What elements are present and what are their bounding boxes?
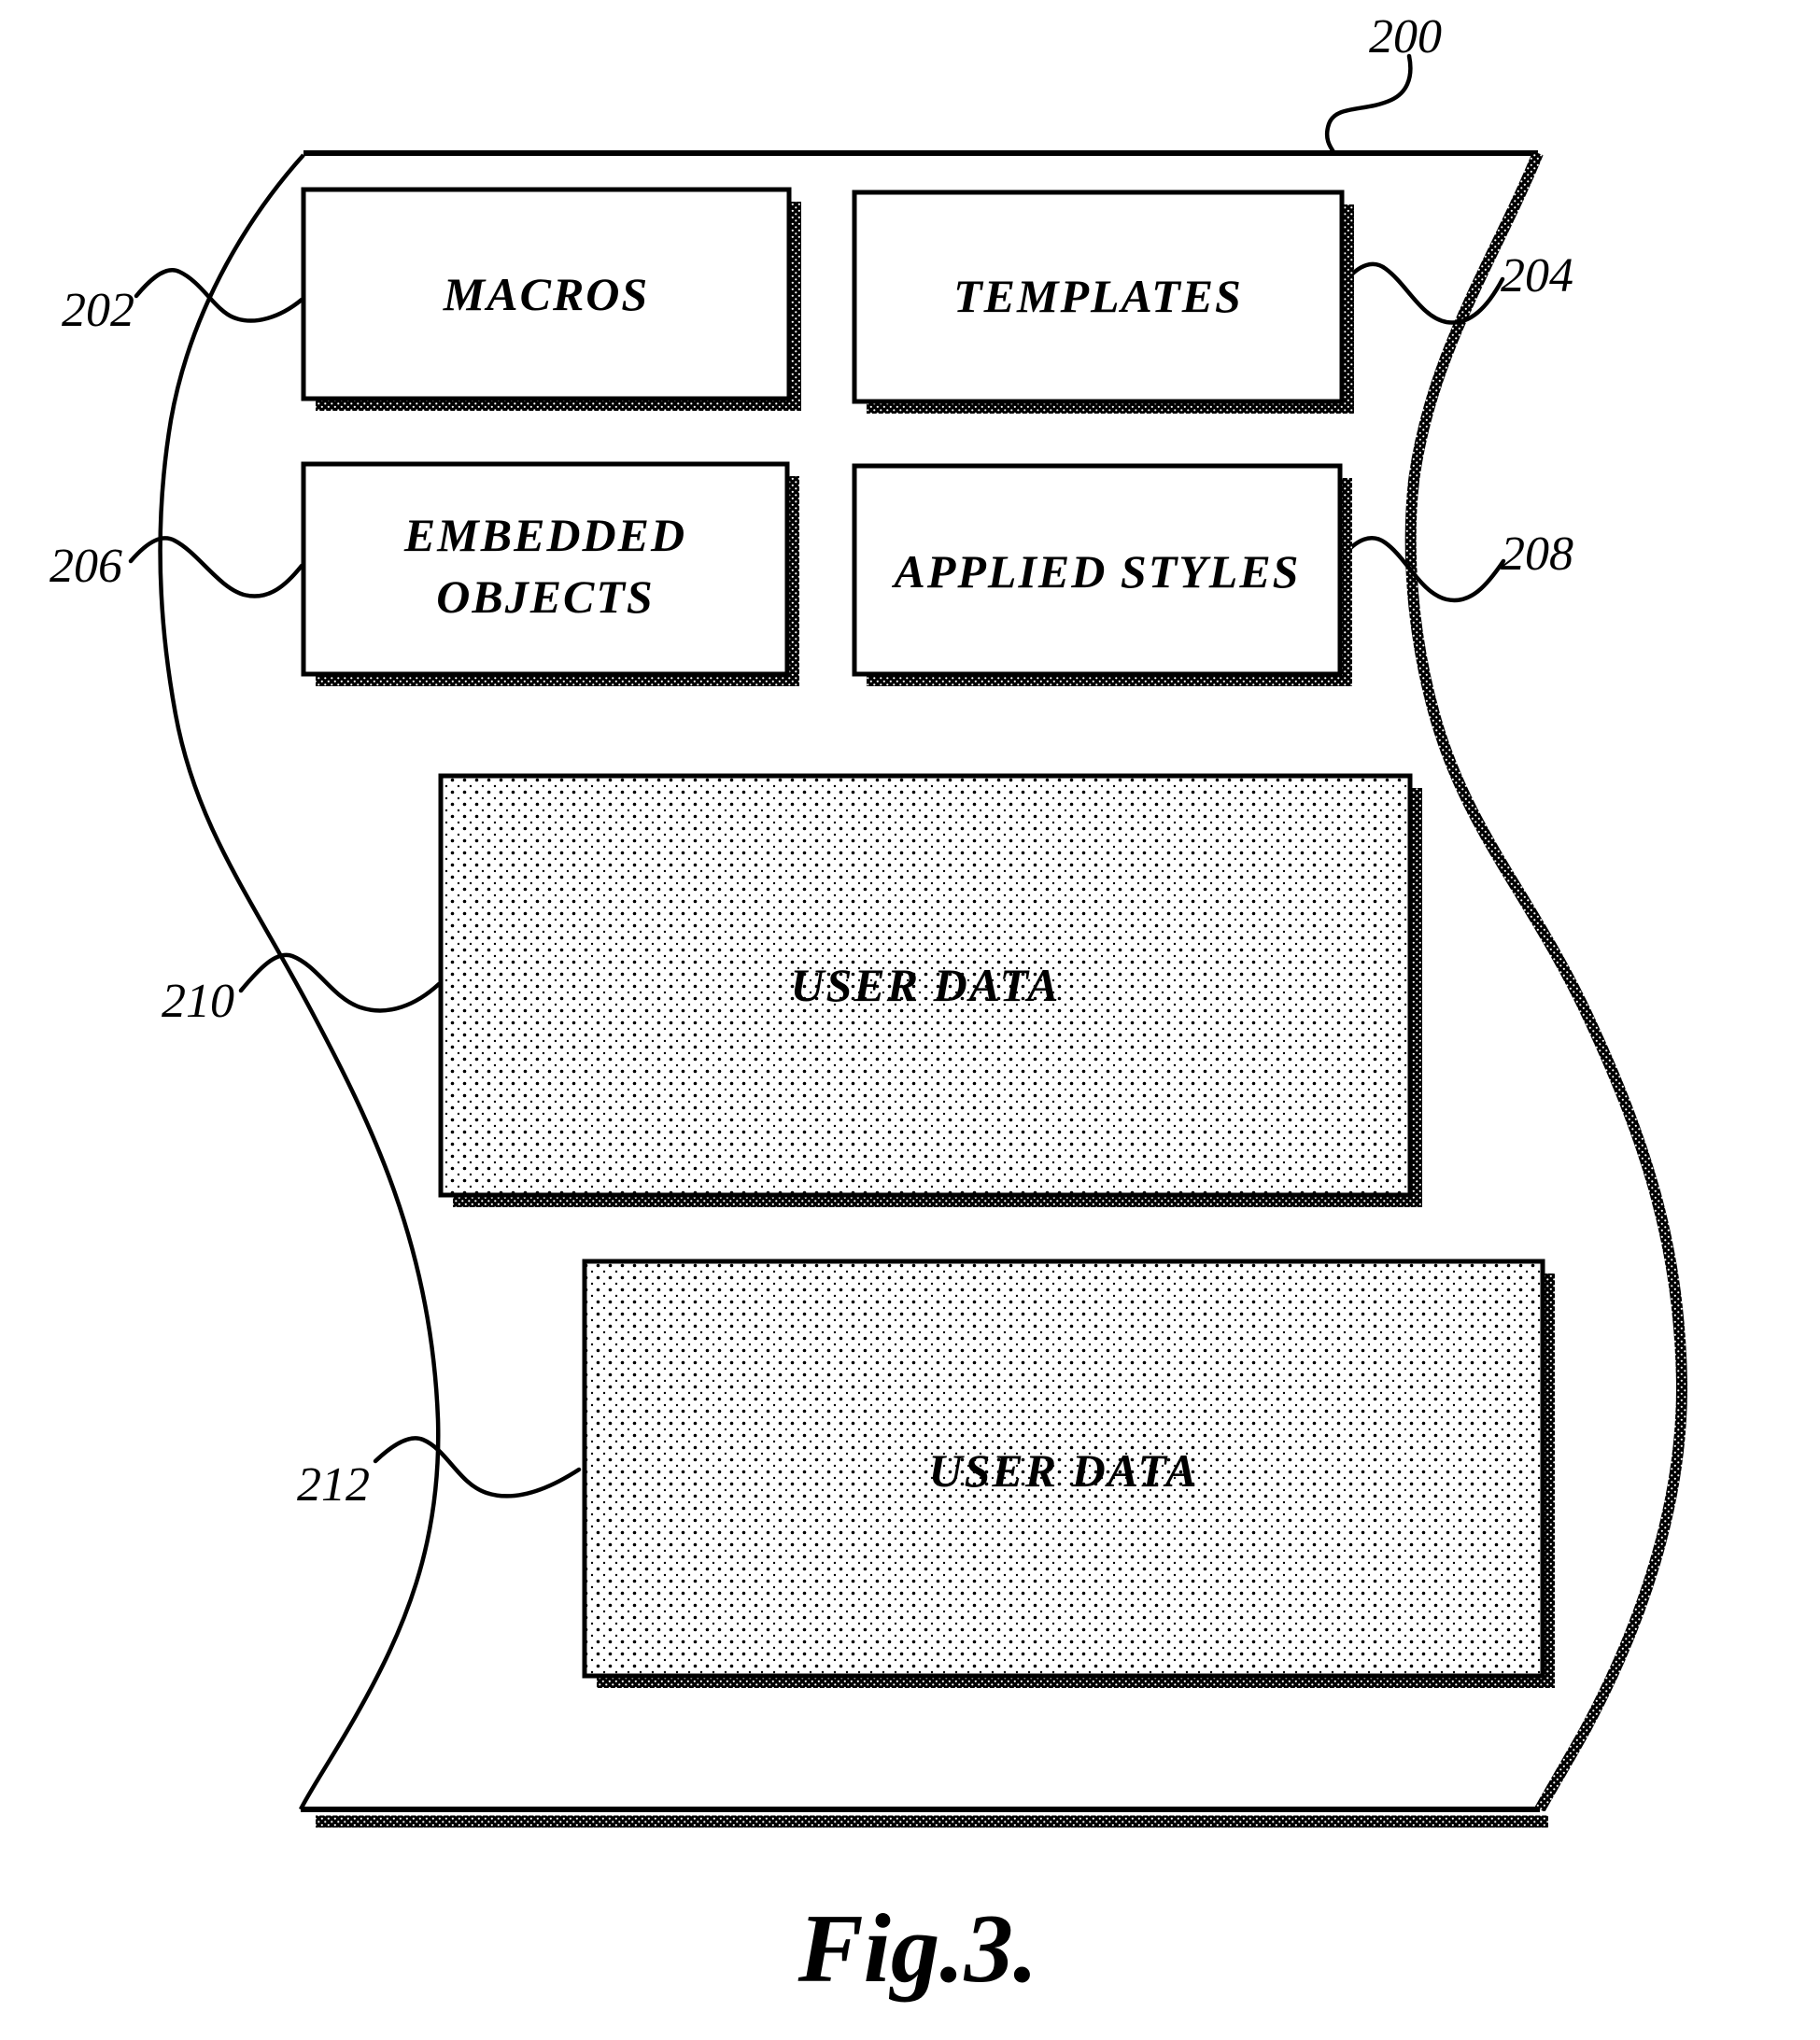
user-data-box-bottom-border: [582, 1259, 1545, 1679]
templates-box-border: [852, 190, 1345, 404]
ref-label-210: 210: [162, 975, 234, 1028]
leader-208: [1339, 536, 1506, 603]
sheet-right-edge: [1404, 150, 1688, 1812]
ref-label-204: 204: [1501, 249, 1573, 302]
reference-numerals: 200 202 204 206 208 210 212: [49, 10, 1573, 1512]
user-data-box-bottom-label: USER DATA: [929, 1444, 1199, 1497]
embedded-objects-box: EMBEDDED OBJECTS: [301, 461, 799, 686]
templates-box-label: TEMPLATES: [953, 270, 1243, 322]
leader-210: [238, 952, 442, 1013]
leader-204: [1343, 261, 1505, 325]
figure-caption: Fig.3.: [797, 1893, 1038, 2003]
leader-212: [373, 1436, 582, 1498]
leader-206: [128, 536, 304, 598]
embedded-objects-box-border: [301, 461, 790, 677]
user-data-box-top: USER DATA: [438, 773, 1422, 1207]
leader-200: [1324, 53, 1413, 156]
applied-styles-box-label: APPLIED STYLES: [892, 545, 1301, 598]
macros-box-label: MACROS: [443, 268, 649, 320]
macros-box-border: [301, 187, 792, 401]
applied-styles-box-border: [852, 463, 1343, 677]
leader-202: [134, 268, 304, 323]
ref-label-202: 202: [62, 284, 134, 337]
ref-label-200: 200: [1369, 10, 1442, 63]
user-data-box-bottom: USER DATA: [582, 1259, 1555, 1688]
sheet-left-edge: [158, 153, 441, 1811]
ref-label-208: 208: [1501, 528, 1573, 581]
ref-label-206: 206: [49, 540, 122, 593]
templates-box: TEMPLATES: [852, 190, 1354, 414]
user-data-box-top-border: [438, 773, 1413, 1198]
macros-box: MACROS: [301, 187, 801, 411]
embedded-objects-box-label-line1: EMBEDDED: [403, 509, 686, 561]
embedded-objects-box-label-line2: OBJECTS: [436, 570, 655, 623]
leader-lines: [128, 53, 1506, 1498]
ref-label-212: 212: [297, 1458, 370, 1512]
applied-styles-box: APPLIED STYLES: [852, 463, 1352, 686]
user-data-box-top-label: USER DATA: [791, 959, 1061, 1011]
